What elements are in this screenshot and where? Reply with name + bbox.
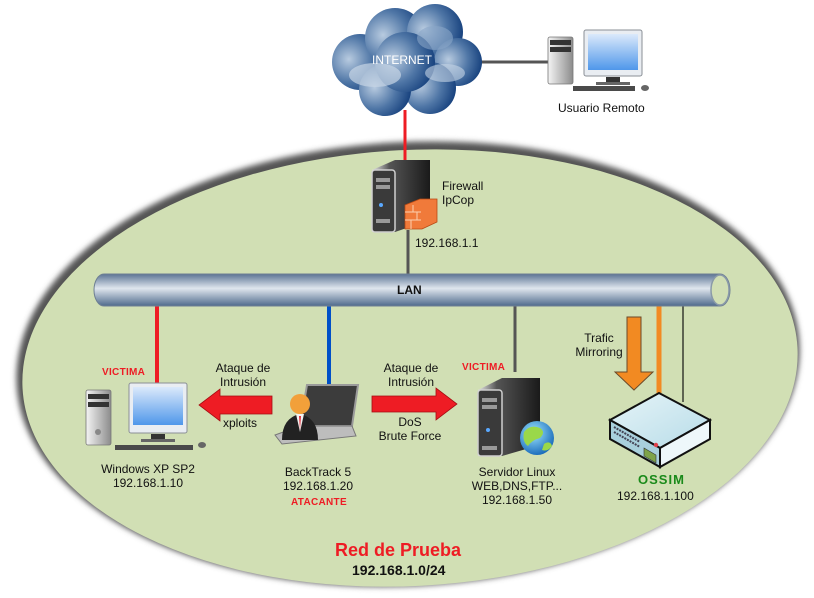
remote-user-label: Usuario Remoto xyxy=(558,101,645,115)
right-attack-bruteforce: Brute Force xyxy=(378,429,442,443)
network-zone xyxy=(16,141,800,587)
linux-victim-tag: VICTIMA xyxy=(462,362,506,373)
network-title: Red de Prueba xyxy=(335,540,462,560)
firewall-server-icon xyxy=(371,160,438,233)
left-attack-line1: Ataque de xyxy=(215,361,271,375)
ossim-ip: 192.168.1.100 xyxy=(617,489,694,503)
right-attack-label: Ataque de Intrusión xyxy=(373,361,449,389)
right-attack-line1: Ataque de xyxy=(383,361,439,375)
firewall-ip: 192.168.1.1 xyxy=(415,236,479,250)
windows-name: Windows XP SP2 xyxy=(101,462,195,476)
linux-server-icon xyxy=(477,378,554,457)
right-attack-types: DoS Brute Force xyxy=(368,415,452,443)
ossim-appliance-icon xyxy=(607,391,713,469)
left-attack-line2: Intrusión xyxy=(219,375,267,389)
attack-arrow-right xyxy=(371,387,458,421)
zone-fill xyxy=(22,149,798,587)
mirror-label: Trafic Mirroring xyxy=(570,331,628,359)
ossim-name: OSSIM xyxy=(638,472,685,487)
mirror-line2: Mirroring xyxy=(575,345,623,359)
linux-name: Servidor Linux xyxy=(478,465,556,479)
firewall-brick-icon xyxy=(404,198,438,230)
linux-ip: 192.168.1.50 xyxy=(481,493,553,507)
left-attack-tool: xploits xyxy=(223,416,258,430)
lan-pipe-end xyxy=(710,274,730,306)
linux-node-label: Servidor Linux WEB,DNS,FTP... 192.168.1.… xyxy=(462,465,572,507)
left-attack-label: Ataque de Intrusión xyxy=(205,361,281,389)
lan-label: LAN xyxy=(397,283,422,297)
backtrack-name: BackTrack 5 xyxy=(284,465,352,479)
lan-bus xyxy=(93,273,731,307)
mirror-arrow-down xyxy=(613,316,655,391)
backtrack-attacker-tag: ATACANTE xyxy=(291,497,347,508)
backtrack-laptop-icon xyxy=(274,384,360,445)
backtrack-node-label: BackTrack 5 192.168.1.20 xyxy=(268,465,368,493)
right-attack-line2: Intrusión xyxy=(387,375,435,389)
mirror-line1: Trafic xyxy=(584,331,614,345)
attack-arrow-left xyxy=(198,388,273,422)
windows-ip: 192.168.1.10 xyxy=(112,476,184,490)
right-attack-dos: DoS xyxy=(398,415,422,429)
backtrack-ip: 192.168.1.20 xyxy=(282,479,354,493)
windows-xp-pc-icon xyxy=(85,382,206,450)
firewall-name-line1: Firewall xyxy=(442,179,484,193)
internet-cloud-icon xyxy=(332,4,482,116)
firewall-name: Firewall IpCop xyxy=(442,179,483,207)
windows-victim-tag: VICTIMA xyxy=(102,367,146,378)
attacker-user-icon xyxy=(282,394,318,440)
remote-user-pc-icon xyxy=(547,29,649,91)
linux-services: WEB,DNS,FTP... xyxy=(471,479,563,493)
windows-node-label: Windows XP SP2 192.168.1.10 xyxy=(88,462,208,490)
links xyxy=(155,60,684,402)
globe-icon xyxy=(520,421,554,455)
internet-label: INTERNET xyxy=(372,53,432,67)
network-subnet: 192.168.1.0/24 xyxy=(352,562,446,578)
firewall-name-line2: IpCop xyxy=(442,193,475,207)
